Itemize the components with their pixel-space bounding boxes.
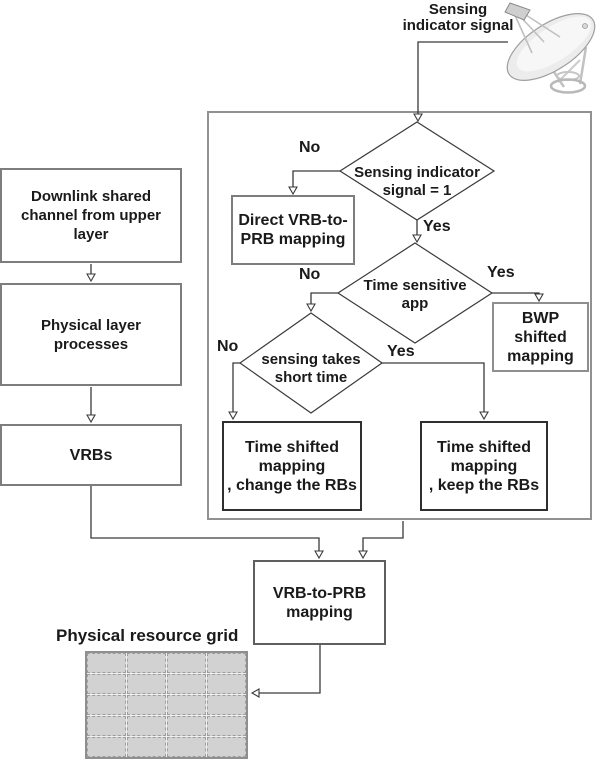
grid-cell <box>87 737 126 757</box>
grid-cell <box>87 695 126 715</box>
arrowhead <box>86 273 96 283</box>
arrowhead <box>86 414 96 424</box>
diamond-sensing-takes <box>238 312 384 414</box>
arrowhead <box>479 411 489 421</box>
d2-no-label: No <box>299 266 321 283</box>
time-shifted-change-rbs-box: Time shifted mapping , change the RBs <box>222 421 362 511</box>
connector-d3-no <box>232 362 240 414</box>
arrowhead <box>306 303 316 313</box>
satellite-dish-icon <box>504 2 596 94</box>
diamond-sensing-indicator <box>338 121 496 221</box>
grid-cell <box>207 737 246 757</box>
grid-cell <box>87 716 126 736</box>
arrowhead <box>358 550 368 560</box>
grid-cell <box>127 653 166 673</box>
connector-d2-yes <box>492 292 540 296</box>
grid-cell <box>127 674 166 694</box>
bwp-shifted-mapping-box: BWP shifted mapping <box>492 302 589 372</box>
physical-resource-grid-label: Physical resource grid <box>56 626 239 645</box>
connector-container-mapping <box>362 521 404 553</box>
grid-cell <box>167 695 206 715</box>
arrowhead <box>314 550 324 560</box>
decision-container-outline <box>207 111 592 520</box>
physical-resource-grid <box>85 651 248 759</box>
connector-sensing-to-d1 <box>417 41 508 116</box>
grid-cell <box>167 674 206 694</box>
connector-d3-yes <box>382 362 485 414</box>
grid-cell <box>207 653 246 673</box>
connector-vrbs-mapping <box>90 486 320 553</box>
decision-diamonds <box>238 121 496 414</box>
grid-cell <box>167 716 206 736</box>
grid-cell <box>87 653 126 673</box>
downlink-shared-channel-box: Downlink shared channel from upper layer <box>0 168 182 263</box>
arrowhead <box>250 688 260 698</box>
connector-d1-no <box>292 170 340 189</box>
grid-cell <box>127 695 166 715</box>
grid-cell <box>167 653 206 673</box>
d2-yes-label: Yes <box>487 264 515 281</box>
diamond-time-sensitive <box>336 242 494 344</box>
arrowhead <box>288 186 298 196</box>
grid-cell <box>127 737 166 757</box>
d3-yes-label: Yes <box>387 343 415 360</box>
arrowhead <box>534 293 544 303</box>
vrbs-box: VRBs <box>0 424 182 486</box>
arrowhead <box>228 411 238 421</box>
d1-yes-label: Yes <box>423 218 451 235</box>
grid-cell <box>207 716 246 736</box>
sensing-indicator-signal-caption: Sensing indicator signal <box>402 1 514 34</box>
arrowhead <box>412 234 422 244</box>
d3-no-label: No <box>217 338 239 355</box>
vrb-to-prb-mapping-box: VRB-to-PRB mapping <box>253 560 386 645</box>
connector-mapping-grid <box>256 645 321 694</box>
grid-cell <box>87 674 126 694</box>
grid-cell <box>167 737 206 757</box>
direct-vrb-to-prb-mapping-box: Direct VRB-to- PRB mapping <box>231 195 355 265</box>
connector-d2-no <box>310 292 338 306</box>
d1-no-label: No <box>299 139 321 156</box>
grid-cell <box>127 716 166 736</box>
arrowheads <box>86 113 544 698</box>
grid-cell <box>207 695 246 715</box>
physical-layer-processes-box: Physical layer processes <box>0 283 182 386</box>
grid-cell <box>207 674 246 694</box>
time-shifted-keep-rbs-box: Time shifted mapping , keep the RBs <box>420 421 548 511</box>
arrowhead <box>413 113 423 123</box>
